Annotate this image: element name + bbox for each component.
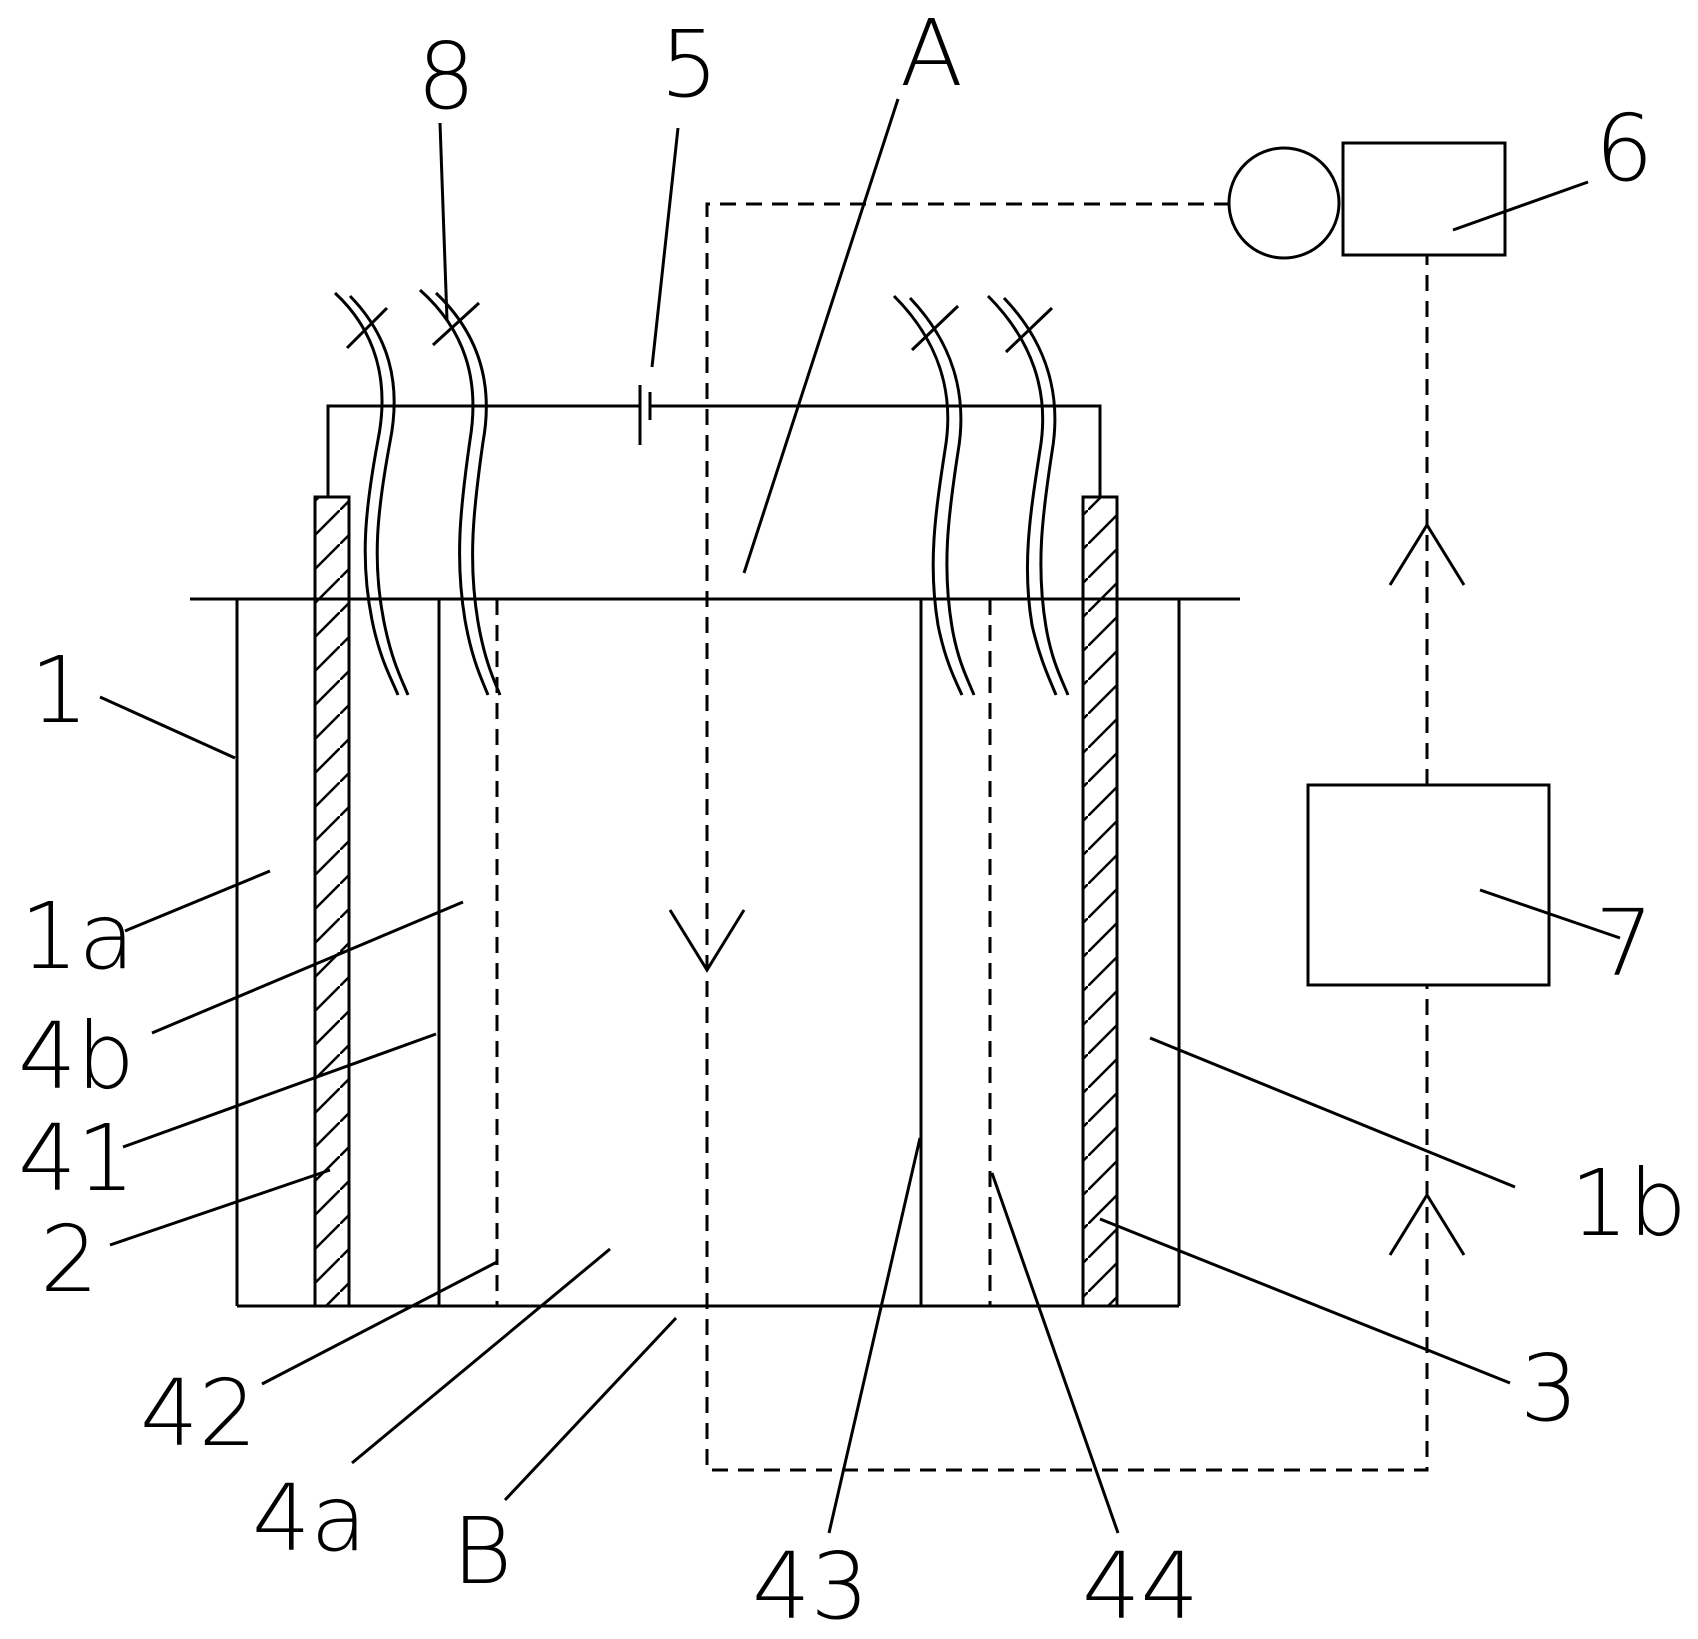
leader-2 xyxy=(109,1168,331,1247)
fiber-1b xyxy=(348,294,410,696)
tank-vessel xyxy=(190,597,1240,1308)
label-1a: 1a xyxy=(20,883,135,990)
reference-labels: 8 5 A 6 1 1a 4b 41 2 7 1b 3 42 4a B 43 4… xyxy=(18,0,1687,1639)
label-4a: 4a xyxy=(252,1465,367,1572)
leader-1b xyxy=(1149,1036,1516,1189)
fiber-4a xyxy=(986,294,1058,696)
leader-4a xyxy=(351,1247,611,1465)
label-A: A xyxy=(900,0,963,107)
leader-3 xyxy=(1099,1217,1511,1385)
leader-5 xyxy=(650,127,680,368)
circulation-loop xyxy=(668,141,1551,1472)
leader-4b xyxy=(151,900,464,1035)
leader-43 xyxy=(827,1137,922,1534)
label-44: 44 xyxy=(1082,1533,1199,1639)
leader-1 xyxy=(99,695,236,760)
label-7: 7 xyxy=(1595,890,1654,997)
box-7 xyxy=(1306,783,1551,987)
label-4b: 4b xyxy=(18,1003,135,1110)
box-6 xyxy=(1341,141,1507,257)
label-8: 8 xyxy=(417,23,476,130)
fiber-3-tick xyxy=(910,304,960,352)
leader-7 xyxy=(1479,888,1621,940)
label-B: B xyxy=(452,1498,512,1605)
label-41: 41 xyxy=(18,1105,135,1212)
label-6: 6 xyxy=(1595,95,1654,202)
electrode-2 xyxy=(313,495,351,1308)
fiber-4-tick xyxy=(1004,306,1054,354)
label-42: 42 xyxy=(140,1360,257,1467)
flow-arrow-up-1 xyxy=(1388,522,1466,586)
fiber-3a xyxy=(892,294,964,696)
flow-arrow-down xyxy=(668,909,746,973)
leader-41 xyxy=(122,1032,437,1149)
wire-left xyxy=(326,404,640,497)
electrode-3 xyxy=(1081,495,1119,1308)
leader-B xyxy=(503,1316,678,1502)
leader-42 xyxy=(261,1260,498,1386)
fiber-4b xyxy=(1002,296,1070,696)
flow-arrow-up-2 xyxy=(1388,1192,1466,1256)
fiber-1-tick xyxy=(345,306,389,350)
fiber-1a xyxy=(333,291,400,696)
loop-path-outer xyxy=(705,202,1429,1472)
leader-6 xyxy=(1452,180,1589,232)
fiber-3b xyxy=(908,296,976,696)
label-1: 1 xyxy=(30,637,89,744)
leader-8 xyxy=(438,122,449,321)
label-5: 5 xyxy=(660,11,719,118)
leader-A xyxy=(742,98,900,574)
label-1b: 1b xyxy=(1570,1150,1687,1257)
wire-right xyxy=(650,404,1102,497)
leader-1a xyxy=(124,869,271,933)
fiber-2a xyxy=(419,288,490,696)
label-43: 43 xyxy=(752,1533,869,1639)
leader-44 xyxy=(990,1172,1120,1534)
fiber-bundles xyxy=(333,288,1070,696)
label-3: 3 xyxy=(1520,1335,1579,1442)
label-2: 2 xyxy=(40,1206,99,1313)
leader-lines xyxy=(99,98,1621,1534)
pump-circle xyxy=(1227,146,1341,260)
fiber-2b xyxy=(434,291,502,696)
fiber-2-tick xyxy=(431,301,481,347)
power-circuit xyxy=(326,385,1102,497)
